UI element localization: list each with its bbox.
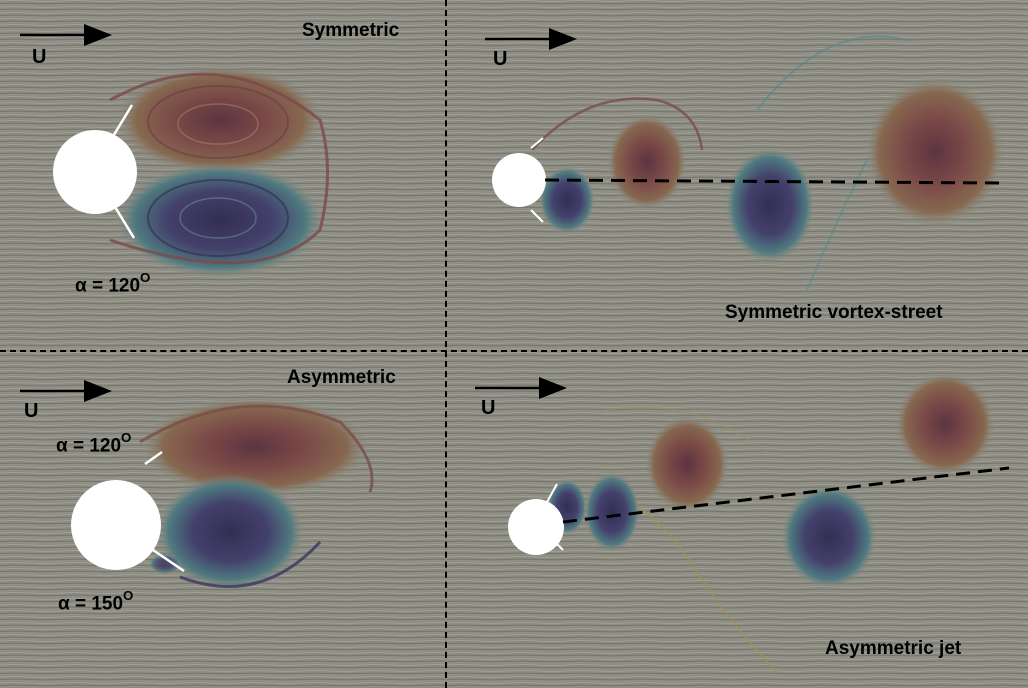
- splitter-plate-upper: [144, 450, 163, 466]
- angle-label-top: α = 120O: [56, 430, 132, 457]
- vortex-lower: [115, 162, 325, 278]
- flow-visualization-top-left: [0, 0, 445, 350]
- splitter-plate-upper: [546, 483, 558, 503]
- velocity-label: U: [481, 397, 496, 419]
- velocity-label: U: [493, 48, 508, 70]
- cylinder: [492, 153, 546, 207]
- vortex-lower: [155, 474, 305, 590]
- separation-streamline: [109, 72, 329, 265]
- velocity-label: U: [32, 46, 47, 68]
- jet-deflection-line: [562, 466, 1010, 524]
- panel-bottom-left: U Asymmetric α = 120O α = 150O: [0, 352, 445, 688]
- flow-visualization-bottom-left: [0, 352, 445, 688]
- vortex-2: [607, 114, 687, 210]
- splitter-plate-lower: [149, 546, 185, 573]
- cylinder: [508, 499, 564, 555]
- flow-visualization-bottom-right: [447, 352, 1028, 688]
- vortex-2: [584, 472, 640, 552]
- splitter-plate-upper: [110, 104, 134, 139]
- vortex-upper: [115, 65, 325, 175]
- vortex-4: [865, 77, 1005, 227]
- cylinder: [71, 480, 161, 570]
- vortex-upper: [140, 397, 370, 497]
- vortex-3: [725, 147, 815, 263]
- cylinder: [53, 130, 137, 214]
- panel-top-left: U Symmetric α = 120O: [0, 0, 445, 350]
- panel-bottom-right: U Asymmetric jet: [447, 352, 1028, 688]
- panel-title: Asymmetric: [287, 367, 396, 388]
- panel-title: Symmetric vortex-street: [725, 302, 943, 323]
- velocity-label: U: [24, 400, 39, 422]
- splitter-plate-upper: [530, 137, 544, 149]
- vortex-3: [645, 416, 729, 512]
- wake-centerline: [544, 178, 1000, 185]
- horizontal-divider: [0, 350, 1028, 352]
- splitter-plate-lower: [530, 209, 544, 223]
- vertical-divider: [445, 0, 447, 688]
- vortex-5: [895, 372, 995, 476]
- angle-label-bottom: α = 150O: [58, 588, 134, 615]
- angle-label: α = 120O: [75, 270, 151, 297]
- panel-top-right: U Symmetric vortex-street: [447, 0, 1028, 350]
- panel-title: Asymmetric jet: [825, 638, 962, 659]
- panel-title: Symmetric: [302, 20, 400, 41]
- vortex-4: [781, 485, 877, 589]
- flow-visualization-top-right: [447, 0, 1028, 350]
- vortex-1: [539, 166, 595, 234]
